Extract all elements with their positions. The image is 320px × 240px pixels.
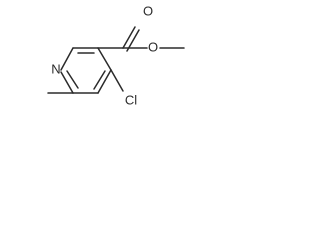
ring-bond-n1-c2 [60,47,74,71]
ring-bond-c4-c5-inner [93,70,106,90]
ring-bond-c4-c5 [97,69,112,94]
ring-nitrogen-label: N [51,61,60,76]
carbonyl-bond-1 [122,26,136,49]
chlorine-label: Cl [125,92,137,107]
chloro-bond [110,69,124,92]
ring-bond-c3-c4 [97,47,112,71]
ring-bond-c6-n1-inner [66,70,79,89]
ester-oxygen-label: O [148,39,158,54]
chemical-structure: N O O Cl [47,3,185,107]
ring-bond-c6-n1 [60,71,74,94]
carbonyl-oxygen-label: O [143,3,153,18]
